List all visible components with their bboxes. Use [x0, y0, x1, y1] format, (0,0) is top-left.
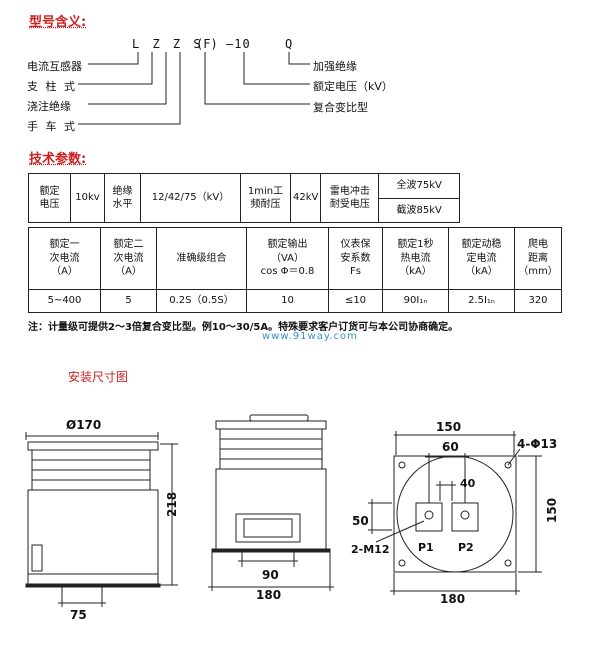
rated-voltage-value: 10kv	[70, 173, 105, 223]
insulation-label: 绝缘 水平	[104, 173, 141, 223]
full-wave-value: 全波75kV	[378, 173, 460, 199]
dim-holes: 4-Φ13	[517, 437, 557, 451]
dim-bottom-180: 180	[440, 592, 465, 606]
model-code-f: (F)	[196, 37, 218, 51]
spec-table: 额定一 次电流 （A） 额定二 次电流 （A） 准确级组合 额定输出 （VA） …	[28, 227, 562, 313]
install-heading: 安装尺寸图	[68, 370, 129, 384]
model-left-label-4: 手 车 式	[27, 120, 77, 133]
spec-value-dynamic: 2.5I₁ₙ	[448, 289, 515, 313]
dim-m12: 2-M12	[351, 543, 389, 556]
model-right-label-2: 额定电压（kV）	[313, 80, 393, 93]
dim-diameter: Ø170	[66, 418, 101, 432]
power-freq-value: 42kV	[289, 173, 322, 223]
dim-height: 218	[165, 492, 179, 517]
power-freq-label: 1min工 频耐压	[240, 173, 291, 223]
side-view	[25, 432, 178, 607]
spec-value-accuracy: 0.2S（0.5S）	[156, 289, 247, 313]
dim-top-40: 40	[460, 477, 476, 490]
top-view	[368, 431, 542, 595]
watermark: www.91way.com	[262, 331, 358, 342]
model-right-label-3: 复合变比型	[313, 101, 368, 114]
terminal-p2: P2	[458, 541, 474, 554]
spec-header-secondary-current: 额定二 次电流 （A）	[100, 227, 157, 290]
model-right-label-1: 加强绝缘	[313, 60, 357, 73]
spec-value-output: 10	[246, 289, 329, 313]
model-code-letters: L Z Z S	[132, 37, 204, 51]
impulse-label: 雷电冲击 耐受电压	[320, 173, 380, 223]
dim-right-150: 150	[545, 498, 559, 523]
dim-front-outer: 180	[256, 588, 281, 602]
dim-top-60: 60	[442, 440, 459, 454]
model-left-label-3: 浇注绝缘	[27, 100, 71, 113]
model-left-label-2: 支 柱 式	[27, 80, 77, 93]
spec-header-accuracy: 准确级组合	[156, 227, 247, 290]
rating-table: 额定 电压 10kv 绝缘 水平 12/42/75（kV） 1min工 频耐压 …	[28, 173, 460, 223]
spec-header-output: 额定输出 （VA） cos Φ＝0.8	[246, 227, 329, 290]
tech-heading: 技术参数:	[29, 152, 87, 167]
spec-header-dynamic: 额定动稳 定电流 （kA）	[448, 227, 515, 290]
model-connector-lines	[78, 52, 310, 125]
front-view	[208, 414, 334, 591]
spec-header-creepage: 爬电 距离 （mm）	[514, 227, 562, 290]
tech-note: 注：计量级可提供2～3倍复合变比型。例10～30/5A。特殊要求客户订货可与本公…	[28, 322, 459, 333]
model-code-q: Q	[285, 37, 296, 51]
terminal-p1: P1	[418, 541, 434, 554]
insulation-value: 12/42/75（kV）	[140, 173, 241, 223]
chopped-wave-value: 截波85kV	[378, 197, 460, 223]
spec-header-fs: 仪表保 安系数 Fs	[328, 227, 383, 290]
spec-value-creepage: 320	[514, 289, 562, 313]
model-heading: 型号含义:	[29, 15, 87, 30]
rated-voltage-label: 额定 电压	[28, 173, 71, 223]
spec-value-secondary-current: 5	[100, 289, 157, 313]
dim-side-50: 50	[352, 514, 369, 528]
model-left-label-1: 电流互感器	[27, 60, 82, 73]
dim-top-150: 150	[436, 420, 461, 434]
spec-value-primary-current: 5~400	[28, 289, 101, 313]
spec-value-fs: ≤10	[328, 289, 383, 313]
dim-base-left: 75	[70, 608, 87, 622]
spec-value-thermal: 90I₁ₙ	[382, 289, 449, 313]
spec-header-primary-current: 额定一 次电流 （A）	[28, 227, 101, 290]
spec-header-thermal: 额定1秒 热电流 （kA）	[382, 227, 449, 290]
model-code-dash: —10	[226, 37, 251, 51]
dim-front-inner: 90	[262, 568, 279, 582]
installation-drawing: Ø170 218 75 90 180 150 60 40 4-Φ13 50 15…	[25, 414, 559, 622]
